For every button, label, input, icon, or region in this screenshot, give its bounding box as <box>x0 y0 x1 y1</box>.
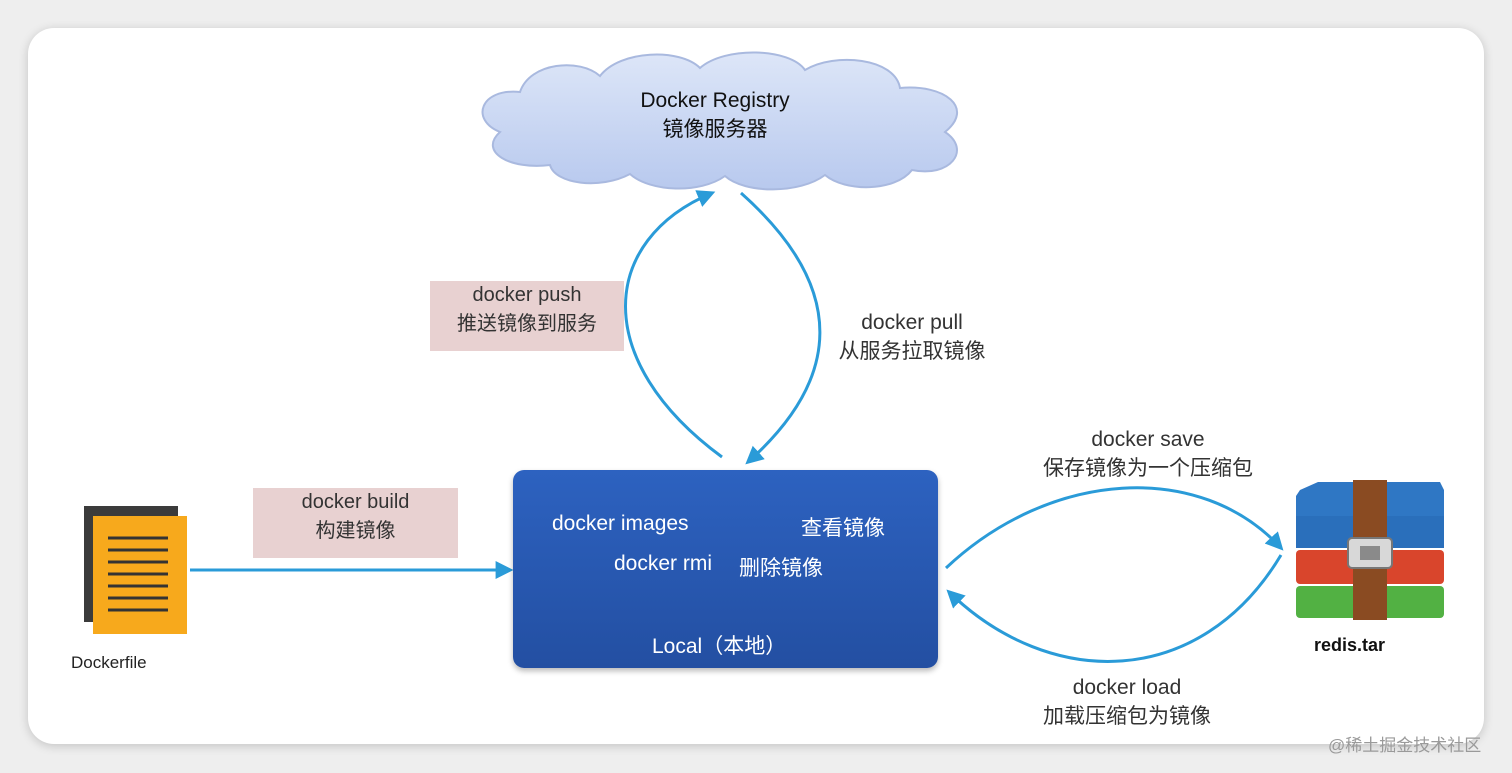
registry-subtitle: 镜像服务器 <box>662 118 768 141</box>
rmi-command: docker rmi <box>614 552 713 575</box>
registry-label: Docker Registry 镜像服务器 <box>560 86 870 144</box>
push-tag: docker push 推送镜像到服务 <box>430 281 624 351</box>
archive-label: redis.tar <box>1314 635 1386 655</box>
push-command: docker push <box>472 284 582 306</box>
load-label: docker load 加载压缩包为镜像 <box>1010 673 1244 731</box>
registry-title: Docker Registry <box>640 89 790 112</box>
load-command: docker load <box>1072 676 1182 699</box>
pull-arrow <box>740 191 822 465</box>
build-command: docker build <box>301 491 410 513</box>
local-label: Local（本地） <box>652 635 787 658</box>
save-arrow <box>944 486 1284 570</box>
images-desc: 查看镜像 <box>801 517 885 540</box>
registry-cloud <box>481 51 958 191</box>
save-desc: 保存镜像为一个压缩包 <box>1043 457 1253 480</box>
winrar-archive-icon <box>1296 480 1444 620</box>
pull-desc: 从服务拉取镜像 <box>838 340 986 363</box>
dockerfile-label: Dockerfile <box>71 653 147 672</box>
push-arrow <box>624 190 723 459</box>
save-label: docker save 保存镜像为一个压缩包 <box>1010 425 1286 483</box>
document-icon <box>84 506 187 634</box>
images-command: docker images <box>552 512 689 535</box>
load-arrow <box>946 554 1283 663</box>
rmi-desc: 删除镜像 <box>739 557 823 580</box>
build-tag: docker build 构建镜像 <box>253 488 458 558</box>
watermark: @稀土掘金技术社区 <box>1328 736 1482 755</box>
pull-command: docker pull <box>861 311 963 334</box>
save-command: docker save <box>1091 428 1205 451</box>
pull-label: docker pull 从服务拉取镜像 <box>820 308 1004 366</box>
build-desc: 构建镜像 <box>315 520 396 542</box>
local-images-box: docker images 查看镜像 docker rmi 删除镜像 Local… <box>513 470 938 668</box>
push-desc: 推送镜像到服务 <box>457 313 597 335</box>
load-desc: 加载压缩包为镜像 <box>1043 705 1211 728</box>
